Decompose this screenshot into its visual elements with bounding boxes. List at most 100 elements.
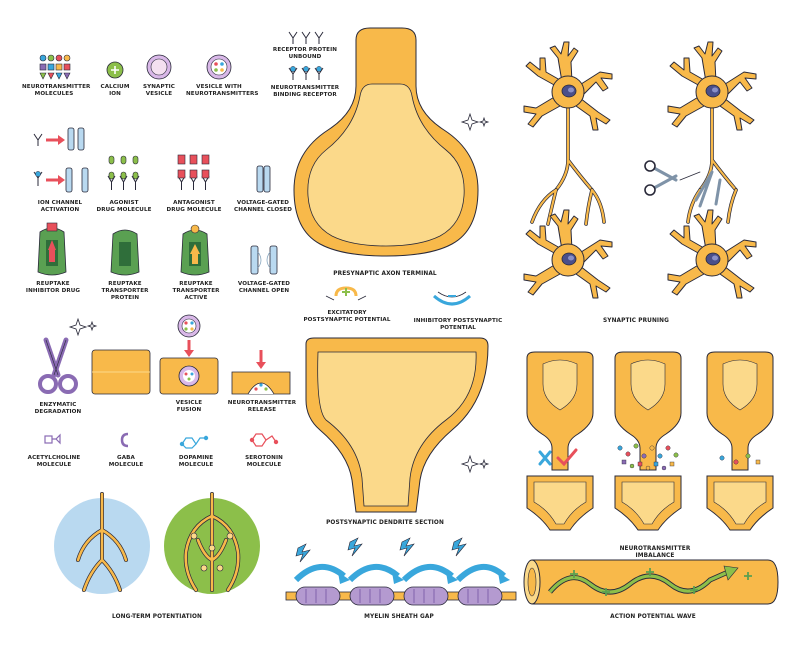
reuptake-active-icon <box>180 224 210 276</box>
label-line: NEUROTRANSMITTER <box>22 84 91 90</box>
ltp-circle-after <box>164 492 260 594</box>
label-gaba: GABA MOLECULE <box>100 455 152 469</box>
label-reuptake-transporter: REUPTAKE TRANSPORTER PROTEIN <box>96 281 154 302</box>
label-line: POSTSYNAPTIC POTENTIAL <box>303 317 391 323</box>
excitatory-icon <box>325 286 367 301</box>
myelin-jump-arrows <box>293 564 510 584</box>
myelin-axon <box>285 586 517 606</box>
synaptic-vesicle-icon <box>146 54 172 80</box>
pruning-neuron-right-top <box>667 41 757 192</box>
pruning-neuron-left-top <box>523 41 613 192</box>
label-line: ION <box>109 91 121 97</box>
label-line: PROTEIN <box>110 295 140 301</box>
scissors-icon <box>38 337 78 394</box>
nt-release-icon <box>231 350 291 395</box>
label-line: AGONIST <box>109 200 139 206</box>
label-vg-channel-closed: VOLTAGE-GATED CHANNEL CLOSED <box>232 200 294 214</box>
label-line: CALCIUM <box>100 84 130 90</box>
antagonist-drug-icon <box>177 154 210 190</box>
label-line: INHIBITORY POSTSYNAPTIC <box>413 318 503 324</box>
label-serotonin: SEROTONIN MOLECULE <box>234 455 294 469</box>
ion-channel-activation-icon <box>33 127 89 193</box>
label-line: CHANNEL OPEN <box>238 288 290 294</box>
label-postsynaptic: POSTSYNAPTIC DENDRITE SECTION <box>326 520 444 526</box>
nt-binding-receptor-icon <box>288 66 324 80</box>
action-potential-axon <box>523 559 779 605</box>
label-line: RECEPTOR PROTEIN <box>272 47 338 53</box>
label-line: SEROTONIN <box>245 455 283 461</box>
vesicle-fusion-icon <box>159 314 219 395</box>
lightning-icon <box>295 537 467 563</box>
label-line: FUSION <box>176 407 202 413</box>
label-line: VESICLE <box>175 400 203 406</box>
label-inhibitory: INHIBITORY POSTSYNAPTIC POTENTIAL <box>410 318 506 332</box>
reuptake-inhibitor-icon <box>37 222 67 276</box>
label-nt-release: NEUROTRANSMITTER RELEASE <box>226 400 298 414</box>
label-line: MOLECULES <box>34 91 74 97</box>
label-line: NEUROTRANSMITTERS <box>186 91 259 97</box>
label-excitatory: EXCITATORY POSTSYNAPTIC POTENTIAL <box>300 310 394 324</box>
sparkle-icon <box>68 112 490 474</box>
label-synaptic-pruning: SYNAPTIC PRUNING <box>603 318 669 324</box>
label-synaptic-vesicle: SYNAPTIC VESICLE <box>136 84 182 98</box>
pruning-branches-right <box>679 170 738 224</box>
reuptake-transporter-icon <box>110 229 140 276</box>
label-vg-channel-open: VOLTAGE-GATED CHANNEL OPEN <box>232 281 296 295</box>
label-dopamine: DOPAMINE MOLECULE <box>166 455 226 469</box>
label-line: ACTIVATION <box>40 207 80 213</box>
label-vesicle-with-nt: VESICLE WITH NEUROTRANSMITTERS <box>186 84 259 98</box>
label-agonist-drug: AGONIST DRUG MOLECULE <box>96 200 152 214</box>
label-receptor-unbound: RECEPTOR PROTEIN UNBOUND <box>270 47 340 61</box>
label-ion-channel-activation: ION CHANNEL ACTIVATION <box>30 200 90 214</box>
label-line: VOLTAGE-GATED <box>237 281 291 287</box>
label-myelin: MYELIN SHEATH GAP <box>364 614 434 620</box>
label-line: ACETYLCHOLINE <box>27 455 81 461</box>
label-vesicle-fusion: VESICLE FUSION <box>164 400 214 414</box>
neurotransmitter-molecules-icon <box>39 54 71 80</box>
label-line: DRUG MOLECULE <box>96 207 152 213</box>
imbalance-synapse-3 <box>706 351 774 531</box>
label-calcium-ion: CALCIUM ION <box>92 84 138 98</box>
label-line: CHANNEL CLOSED <box>234 207 292 213</box>
receptor-unbound-icon <box>288 31 324 44</box>
label-line: MOLECULE <box>178 462 214 468</box>
label-line: GABA <box>117 455 135 461</box>
pruning-branches-left <box>530 188 606 226</box>
acetylcholine-icon <box>44 433 61 445</box>
label-line: VESICLE <box>145 91 173 97</box>
postsynaptic-dendrite <box>305 337 489 513</box>
label-line: REUPTAKE <box>179 281 213 287</box>
label-line: MOLECULE <box>36 462 72 468</box>
label-nt-imbalance: NEUROTRANSMITTER IMBALANCE <box>619 546 691 559</box>
label-line: REUPTAKE <box>36 281 70 287</box>
label-reuptake-active: REUPTAKE TRANSPORTER ACTIVE <box>160 281 232 302</box>
presynaptic-terminal <box>293 27 479 257</box>
label-line: RELEASE <box>247 407 277 413</box>
label-nt-binding-receptor: NEUROTRANSMITTER BINDING RECEPTOR <box>266 85 344 99</box>
label-line: BINDING RECEPTOR <box>273 92 337 98</box>
vesicle-with-nt-icon <box>206 54 232 80</box>
label-line: ENZYMATIC <box>39 402 77 408</box>
agonist-drug-icon <box>107 155 140 190</box>
label-line: VOLTAGE-GATED <box>236 200 290 206</box>
label-ltp: LONG-TERM POTENTIATION <box>112 614 202 620</box>
label-nt-molecules: NEUROTRANSMITTER MOLECULES <box>22 84 91 98</box>
label-line: NEUROTRANSMITTER <box>270 85 340 91</box>
scissors-icon <box>644 160 678 196</box>
vg-channel-open-icon <box>250 245 278 275</box>
label-enzymatic-degradation: ENZYMATIC DEGRADATION <box>28 402 88 416</box>
vg-channel-closed-icon <box>256 165 271 193</box>
label-line: DEGRADATION <box>34 409 82 415</box>
label-line: TRANSPORTER ACTIVE <box>172 288 220 301</box>
pruning-neuron-right-bottom <box>667 209 757 299</box>
label-line: ION CHANNEL <box>37 200 83 206</box>
membrane-panel-1 <box>91 349 151 395</box>
label-line: SYNAPTIC <box>143 84 175 90</box>
label-line: INHIBITOR DRUG <box>25 288 81 294</box>
imbalance-synapse-1 <box>526 351 594 531</box>
label-line: NEUROTRANSMITTER <box>227 400 297 406</box>
label-line: MOLECULE <box>246 462 282 468</box>
label-line: POTENTIAL <box>440 325 476 331</box>
label-line: DOPAMINE <box>178 455 214 461</box>
